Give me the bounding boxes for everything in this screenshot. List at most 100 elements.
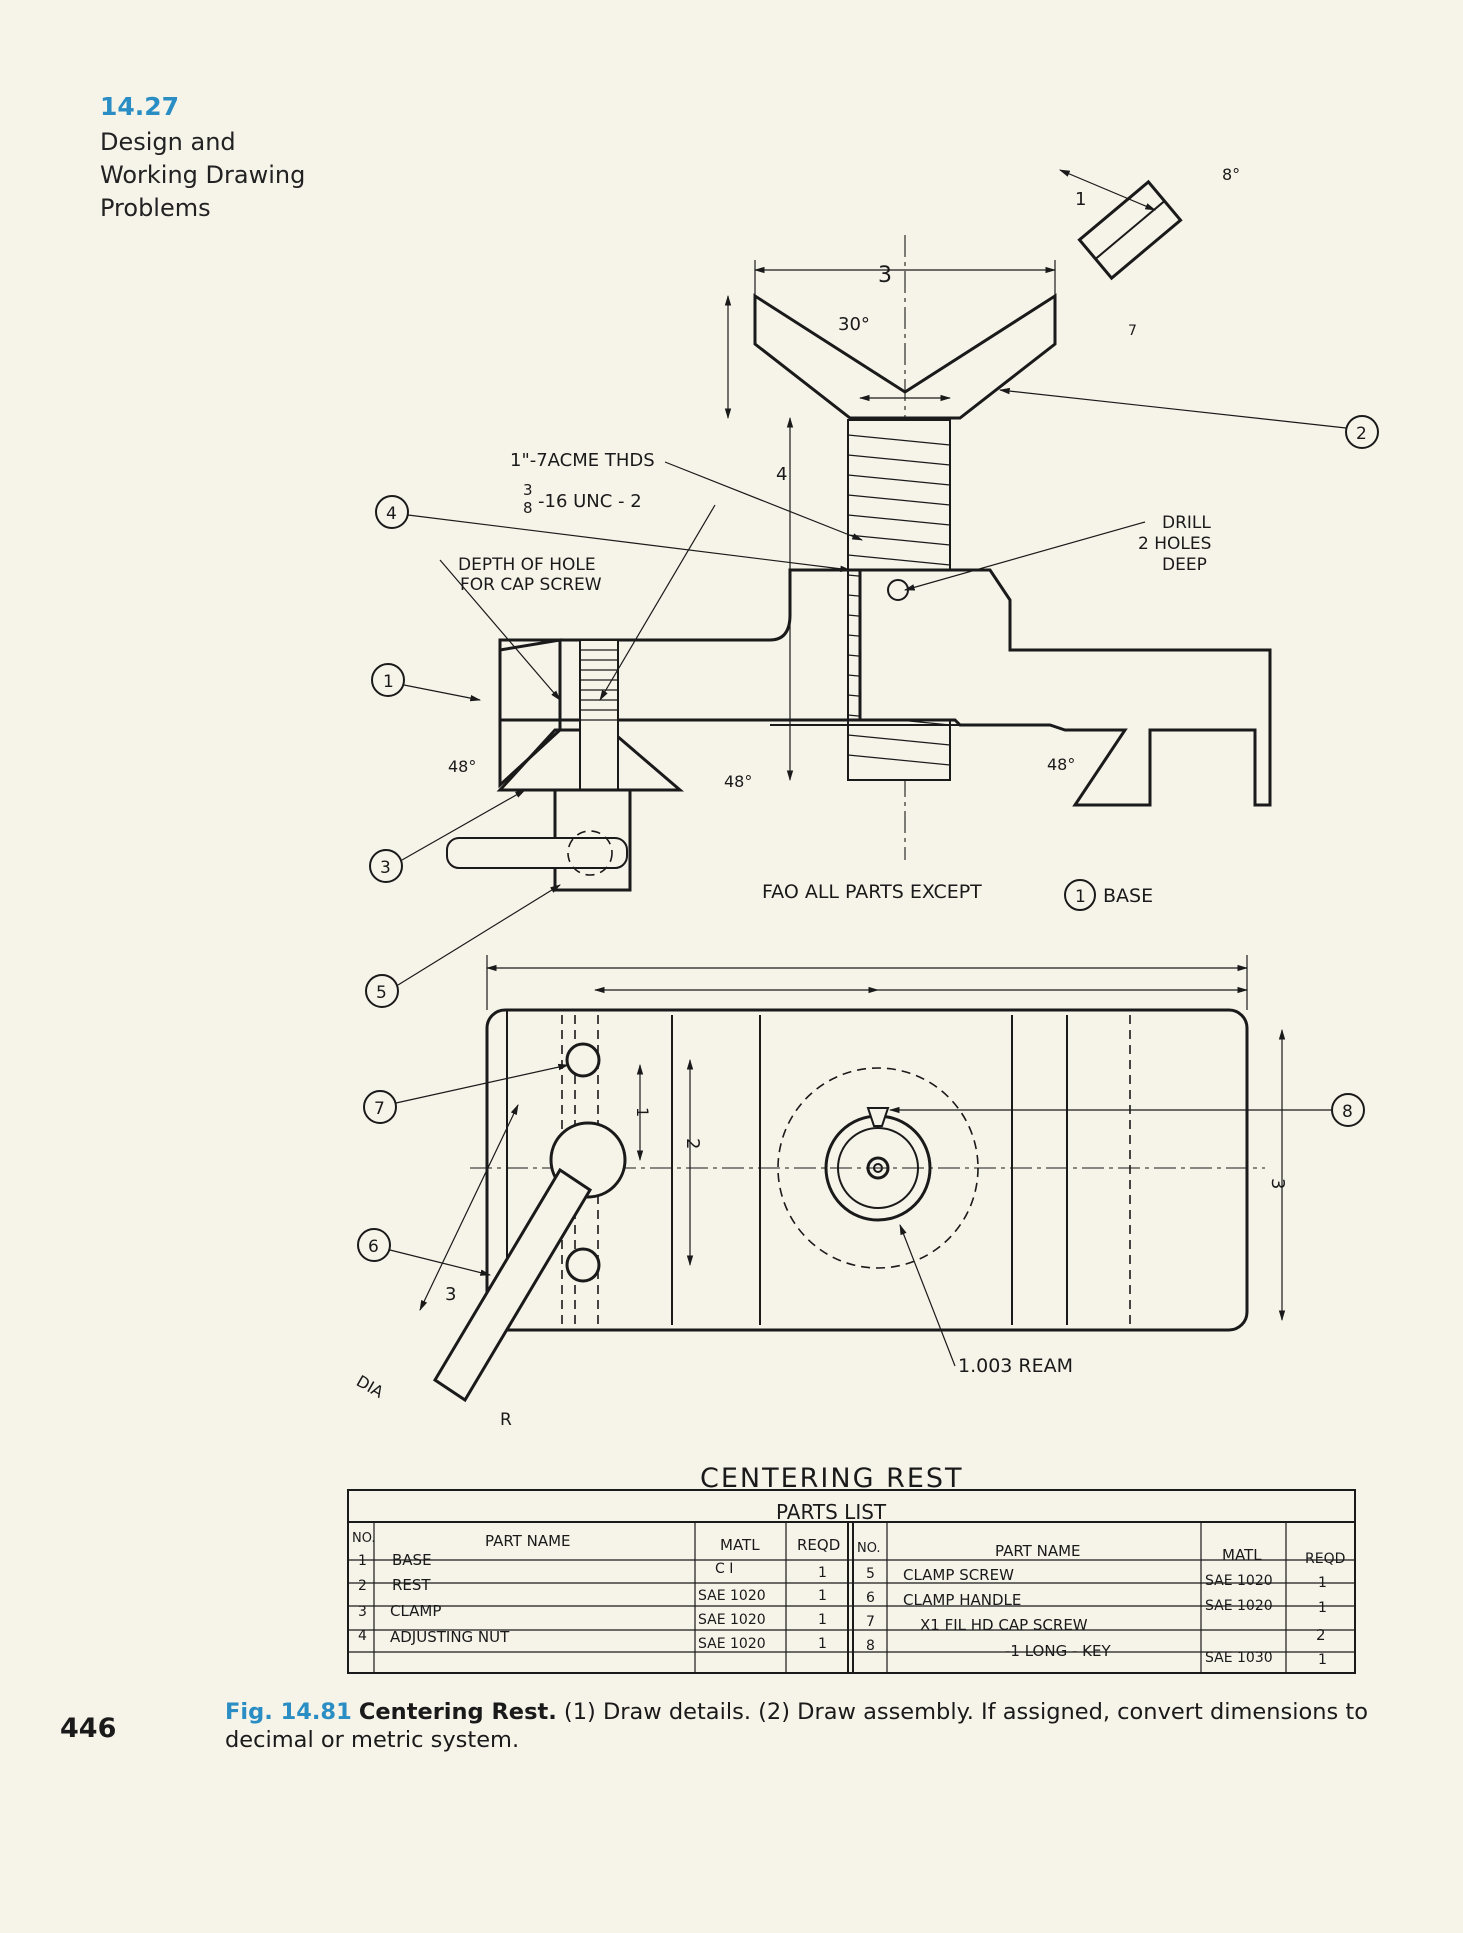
- hdr-reqd-right: REQD: [1305, 1551, 1345, 1567]
- row-no: 1: [358, 1553, 367, 1569]
- hdr-reqd-left: REQD: [797, 1536, 840, 1554]
- drill-note-2: 2 HOLES: [1138, 534, 1211, 554]
- cap-screw-top-1: [565, 1042, 601, 1078]
- fao-balloon-1: 1: [1075, 887, 1086, 907]
- hdr-matl-right: MATL: [1222, 1546, 1262, 1564]
- unc-frac-num: 3: [523, 481, 533, 499]
- figure-caption: Fig. 14.81 Centering Rest. (1) Draw deta…: [225, 1698, 1385, 1754]
- row-no: 7: [866, 1614, 875, 1630]
- balloon-7: 7: [363, 1090, 397, 1124]
- drawing-title: CENTERING REST: [700, 1463, 964, 1494]
- svg-text:2: 2: [1356, 424, 1367, 444]
- key-detail: [1077, 179, 1183, 281]
- balloon-2: 2: [1345, 415, 1379, 449]
- row-no: 5: [866, 1566, 875, 1582]
- row-matl: SAE 1020: [698, 1588, 766, 1604]
- ream-center: [866, 1156, 890, 1180]
- page-number: 446: [60, 1713, 117, 1744]
- row-reqd: 1: [1318, 1600, 1327, 1616]
- dim-overall-width: 3: [878, 263, 892, 288]
- cap-screw-top-2: [565, 1247, 601, 1283]
- svg-text:7: 7: [374, 1099, 385, 1119]
- dia-note: DIA: [353, 1371, 387, 1401]
- row-name: CLAMP HANDLE: [903, 1591, 1021, 1609]
- drill-note-3: DEEP: [1162, 555, 1207, 575]
- hdr-name-left: PART NAME: [485, 1532, 571, 1550]
- section-number: 14.27: [100, 92, 180, 121]
- row-reqd: 1: [818, 1636, 827, 1652]
- row-name: -1 LONG - KEY: [1005, 1642, 1111, 1660]
- svg-text:5: 5: [376, 983, 387, 1003]
- cap-screw: [579, 639, 619, 791]
- clamp-section: [498, 638, 562, 789]
- svg-text:1: 1: [383, 672, 394, 692]
- row-matl: SAE 1030: [1205, 1650, 1273, 1666]
- row-matl: SAE 1020: [698, 1612, 766, 1628]
- dim-top-2: 2: [682, 1138, 703, 1149]
- balloon-1: 1: [371, 663, 405, 697]
- depth-note-2: FOR CAP SCREW: [460, 575, 602, 595]
- section-title-line: Problems: [100, 194, 211, 222]
- row-reqd: 1: [818, 1588, 827, 1604]
- row-matl: SAE 1020: [1205, 1573, 1273, 1589]
- row-name: ADJUSTING NUT: [390, 1628, 510, 1646]
- hdr-matl-left: MATL: [720, 1536, 760, 1554]
- balloon-6: 6: [357, 1228, 391, 1262]
- row-name: CLAMP SCREW: [903, 1566, 1014, 1584]
- balloon-3: 3: [369, 849, 403, 883]
- angle-8: 8°: [1222, 165, 1240, 184]
- row-reqd: 1: [1318, 1575, 1327, 1591]
- angle-48-mid: 48°: [724, 772, 752, 791]
- row-matl: SAE 1020: [698, 1636, 766, 1652]
- dim-top-1: 1: [633, 1107, 652, 1117]
- row-name: CLAMP: [390, 1602, 441, 1620]
- row-no: 3: [358, 1604, 367, 1620]
- angle-48-left: 48°: [448, 757, 476, 776]
- svg-text:3: 3: [380, 858, 391, 878]
- hdr-no-left: NO.: [352, 1531, 376, 1546]
- v-rest-part: [753, 293, 1057, 420]
- parts-list-title: PARTS LIST: [776, 1500, 887, 1524]
- row-no: 4: [358, 1628, 367, 1644]
- figure-text: (1) Draw details. (2) Draw assembly. If …: [225, 1699, 1368, 1753]
- dim-key-7: 7: [1128, 323, 1137, 339]
- clamp-handle-rod: [446, 837, 628, 869]
- row-no: 2: [358, 1578, 367, 1594]
- angle-30: 30°: [838, 314, 870, 335]
- dim-vertical-4: 4: [776, 464, 787, 485]
- parts-list-table: PARTS LIST NO. PART NAME MATL REQD NO. P…: [347, 1489, 1356, 1674]
- fao-note: FAO ALL PARTS EXCEPT: [762, 881, 982, 903]
- ream-note: 1.003 REAM: [958, 1355, 1073, 1377]
- svg-text:8: 8: [1342, 1102, 1353, 1122]
- r-note-top: R: [500, 1410, 512, 1430]
- row-matl: C I: [715, 1561, 733, 1577]
- row-reqd: 2: [1316, 1626, 1326, 1644]
- acme-thread-note: 1"-7ACME THDS: [510, 450, 655, 471]
- unc-thread-note: -16 UNC - 2: [538, 491, 642, 512]
- row-reqd: 1: [1318, 1652, 1327, 1668]
- unc-frac-den: 8: [523, 499, 533, 517]
- dim-key-1: 1: [1075, 189, 1086, 210]
- hdr-no-right: NO.: [857, 1541, 881, 1556]
- depth-note-1: DEPTH OF HOLE: [458, 555, 596, 575]
- svg-text:6: 6: [368, 1237, 379, 1257]
- row-name: BASE: [392, 1551, 432, 1569]
- dim-top-3: 3: [1267, 1178, 1288, 1189]
- row-matl: SAE 1020: [1205, 1598, 1273, 1614]
- figure-number: Fig. 14.81: [225, 1699, 352, 1725]
- section-title: Design and Working Drawing Problems: [100, 126, 305, 225]
- balloon-5: 5: [365, 974, 399, 1008]
- row-no: 8: [866, 1638, 875, 1654]
- balloon-8: 8: [1331, 1093, 1365, 1127]
- dim-handle-3: 3: [445, 1284, 456, 1305]
- row-name: X1 FIL HD CAP SCREW: [920, 1616, 1088, 1634]
- hdr-name-right: PART NAME: [995, 1542, 1081, 1560]
- angle-48-right: 48°: [1047, 755, 1075, 774]
- fao-base: BASE: [1103, 885, 1153, 907]
- drill-note-1: DRILL: [1162, 513, 1211, 533]
- figure-title: Centering Rest.: [358, 1699, 557, 1725]
- balloon-4: 4: [375, 495, 409, 529]
- row-no: 6: [866, 1590, 875, 1606]
